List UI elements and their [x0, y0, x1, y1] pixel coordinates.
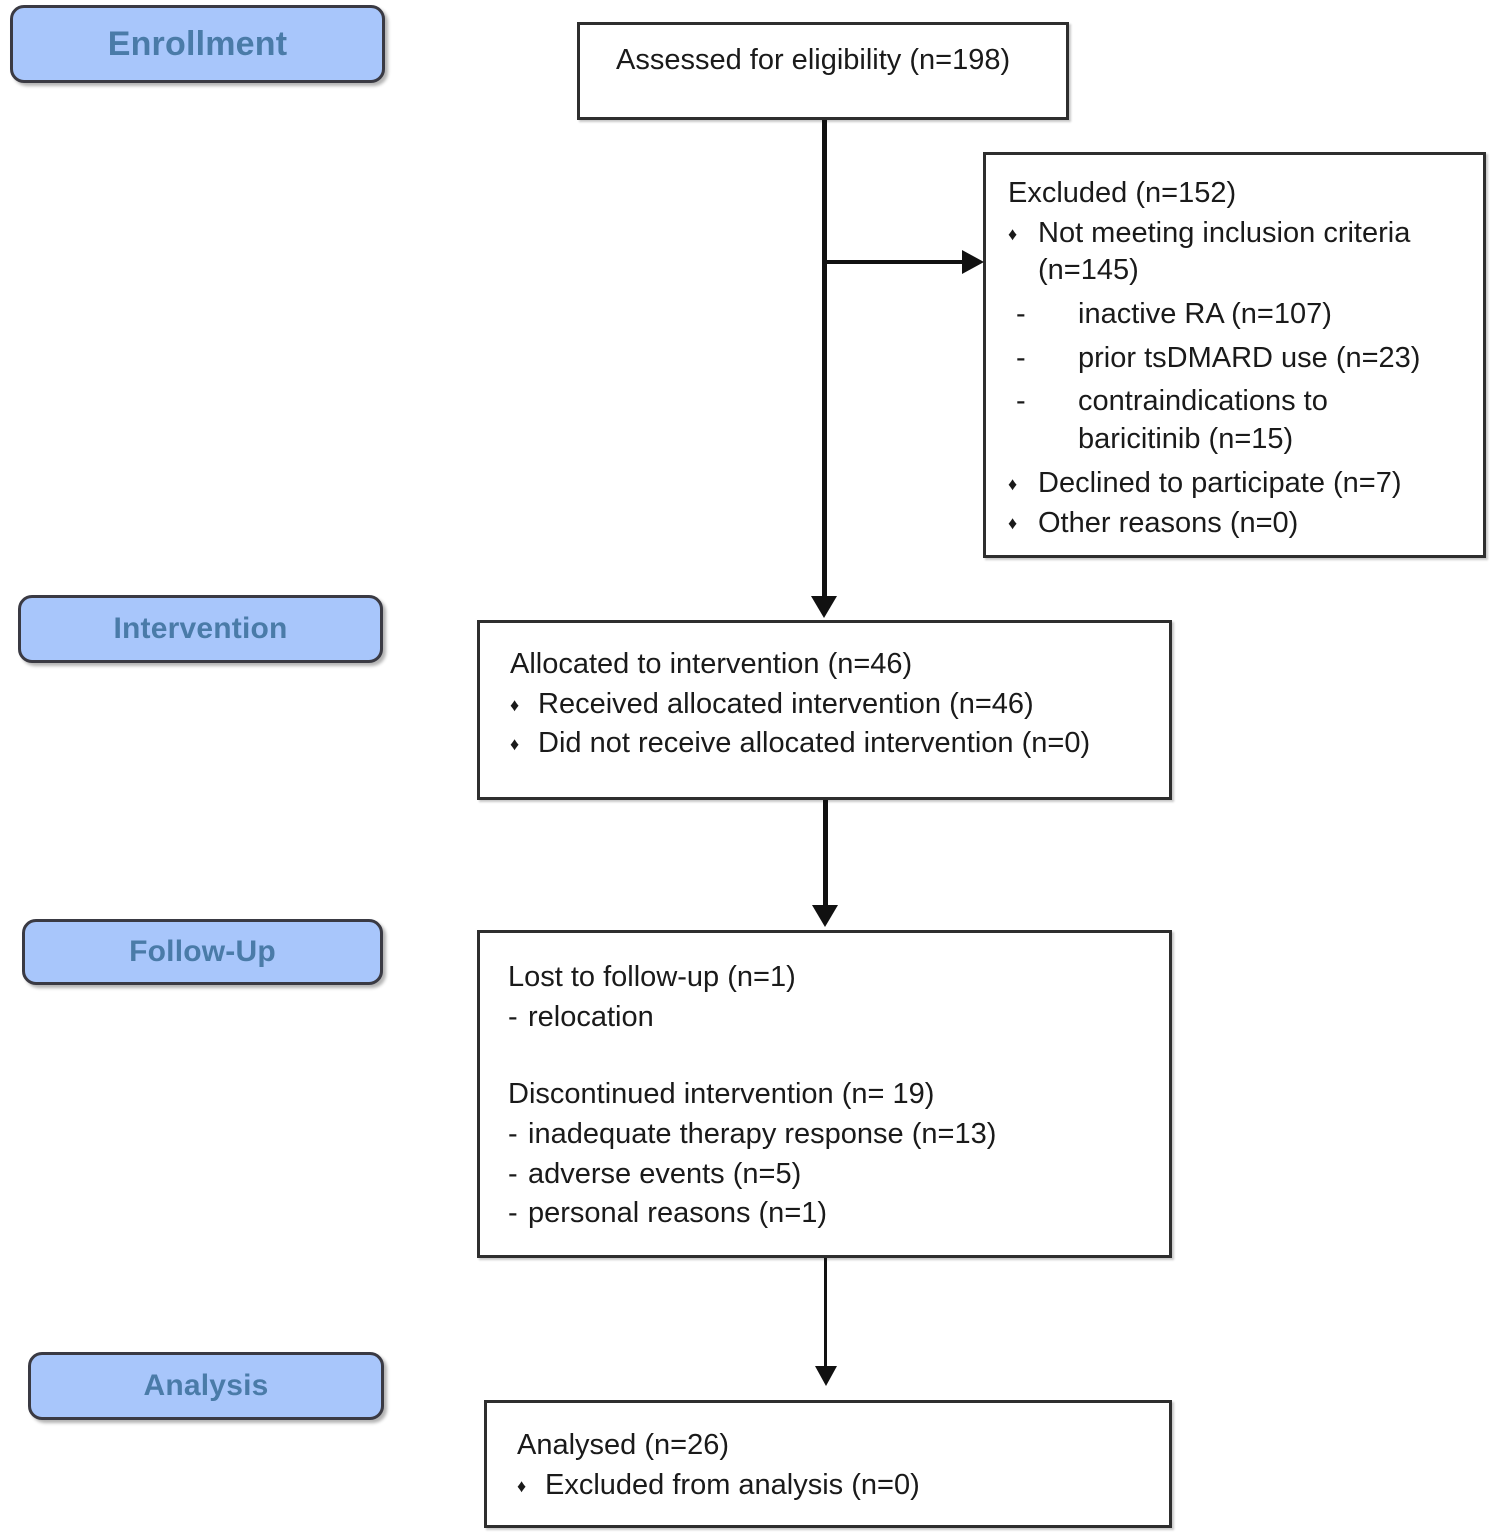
- list-item: - inactive RA (n=107): [1008, 296, 1473, 334]
- analysed-heading: Analysed (n=26): [517, 1429, 729, 1461]
- allocated-received: Received allocated intervention (n=46): [538, 687, 1034, 720]
- dash-bullet-glyph: -: [508, 1157, 518, 1190]
- list-item: ♦ Other reasons (n=0): [1008, 505, 1473, 543]
- connector-allocated-to-followup-line: [823, 800, 828, 907]
- followup-disc-reason-personal: personal reasons (n=1): [528, 1197, 828, 1230]
- diamond-bullet-icon: ♦: [517, 1467, 545, 1505]
- diamond-bullet-icon: ♦: [510, 686, 538, 724]
- connector-assessed-to-allocated-line: [822, 120, 827, 598]
- excluded-reason-other: Other reasons (n=0): [1038, 506, 1299, 539]
- excluded-reason-not-meeting-criteria: Not meeting inclusion criteria (n=145): [1038, 216, 1411, 287]
- stage-label-enrollment: Enrollment: [10, 5, 385, 83]
- followup-disc-heading: Discontinued intervention (n= 19): [508, 1078, 935, 1111]
- diamond-bullet-icon: ♦: [1008, 215, 1038, 253]
- followup-disc-reason-adverse-events: adverse events (n=5): [528, 1157, 802, 1190]
- dash-bullet-icon: -: [508, 999, 528, 1037]
- excluded-reason-declined: Declined to participate (n=7): [1038, 466, 1402, 499]
- diamond-bullet-icon: ♦: [510, 725, 538, 763]
- list-item: - relocation: [508, 999, 1169, 1037]
- diamond-bullet-glyph: ♦: [1008, 513, 1018, 534]
- connector-assessed-to-excluded-line: [824, 260, 964, 264]
- followup-disc-reason-inadequate-response: inadequate therapy response (n=13): [528, 1118, 997, 1151]
- list-item: - contraindications to baricitinib (n=15…: [1008, 383, 1473, 458]
- box-excluded: Excluded (n=152) ♦ Not meeting inclusion…: [983, 152, 1486, 558]
- spacer: [508, 1036, 1169, 1076]
- list-item: - inadequate therapy response (n=13): [508, 1116, 1169, 1154]
- list-item: ♦ Not meeting inclusion criteria (n=145): [1008, 215, 1473, 290]
- list-item: - prior tsDMARD use (n=23): [1008, 340, 1473, 378]
- excluded-subreason-prior-tsdmard: prior tsDMARD use (n=23): [1078, 341, 1421, 374]
- stage-label-enrollment-text: Enrollment: [107, 25, 288, 63]
- dash-bullet-icon: -: [508, 1156, 528, 1194]
- dash-bullet-glyph: -: [508, 1118, 518, 1151]
- dash-bullet-glyph: -: [1016, 298, 1026, 331]
- arrow-down-icon: [812, 905, 838, 927]
- followup-lost-reason-relocation: relocation: [528, 1000, 654, 1033]
- allocated-heading: Allocated to intervention (n=46): [510, 648, 913, 680]
- stage-label-analysis-text: Analysis: [143, 1369, 269, 1402]
- excluded-heading: Excluded (n=152): [1008, 177, 1237, 209]
- allocated-not-received: Did not receive allocated intervention (…: [538, 727, 1091, 760]
- list-item: ♦ Did not receive allocated intervention…: [510, 725, 1169, 763]
- diamond-bullet-glyph: ♦: [510, 694, 520, 715]
- excluded-subreason-inactive-ra: inactive RA (n=107): [1078, 298, 1332, 331]
- dash-bullet-glyph: -: [1016, 341, 1026, 374]
- stage-label-followup: Follow-Up: [22, 919, 383, 985]
- connector-followup-to-analysed-line: [824, 1258, 827, 1368]
- dash-bullet-glyph: -: [508, 1000, 518, 1033]
- box-allocated-to-intervention: Allocated to intervention (n=46) ♦ Recei…: [477, 620, 1172, 800]
- arrow-right-icon: [962, 250, 984, 274]
- excluded-subreason-contraindications: contraindications to baricitinib (n=15): [1078, 385, 1328, 456]
- stage-label-analysis: Analysis: [28, 1352, 384, 1420]
- box-analysed: Analysed (n=26) ♦ Excluded from analysis…: [484, 1400, 1172, 1528]
- box-followup: Lost to follow-up (n=1) - relocation Dis…: [477, 930, 1172, 1258]
- dash-bullet-icon: -: [1008, 340, 1078, 378]
- diamond-bullet-glyph: ♦: [517, 1475, 527, 1496]
- assessed-heading: Assessed for eligibility (n=198): [616, 44, 1011, 76]
- list-item: ♦ Received allocated intervention (n=46): [510, 686, 1169, 724]
- diamond-bullet-glyph: ♦: [510, 734, 520, 755]
- list-item: - adverse events (n=5): [508, 1156, 1169, 1194]
- dash-bullet-icon: -: [1008, 383, 1078, 421]
- analysed-excluded-from-analysis: Excluded from analysis (n=0): [545, 1468, 920, 1501]
- diamond-bullet-glyph: ♦: [1008, 223, 1018, 244]
- arrow-down-icon: [815, 1366, 837, 1386]
- list-item: ♦ Excluded from analysis (n=0): [517, 1467, 1169, 1505]
- diamond-bullet-icon: ♦: [1008, 465, 1038, 503]
- diamond-bullet-glyph: ♦: [1008, 473, 1018, 494]
- dash-bullet-glyph: -: [1016, 385, 1026, 418]
- dash-bullet-icon: -: [508, 1195, 528, 1233]
- diamond-bullet-icon: ♦: [1008, 505, 1038, 543]
- box-assessed-for-eligibility: Assessed for eligibility (n=198): [577, 22, 1069, 120]
- followup-lost-heading: Lost to follow-up (n=1): [508, 961, 796, 993]
- dash-bullet-glyph: -: [508, 1197, 518, 1230]
- stage-label-intervention-text: Intervention: [113, 612, 288, 645]
- list-item: ♦ Declined to participate (n=7): [1008, 465, 1473, 503]
- dash-bullet-icon: -: [508, 1116, 528, 1154]
- list-item: - personal reasons (n=1): [508, 1195, 1169, 1233]
- stage-label-intervention: Intervention: [18, 595, 383, 663]
- stage-label-followup-text: Follow-Up: [129, 935, 276, 968]
- dash-bullet-icon: -: [1008, 296, 1078, 334]
- arrow-down-icon: [811, 596, 837, 618]
